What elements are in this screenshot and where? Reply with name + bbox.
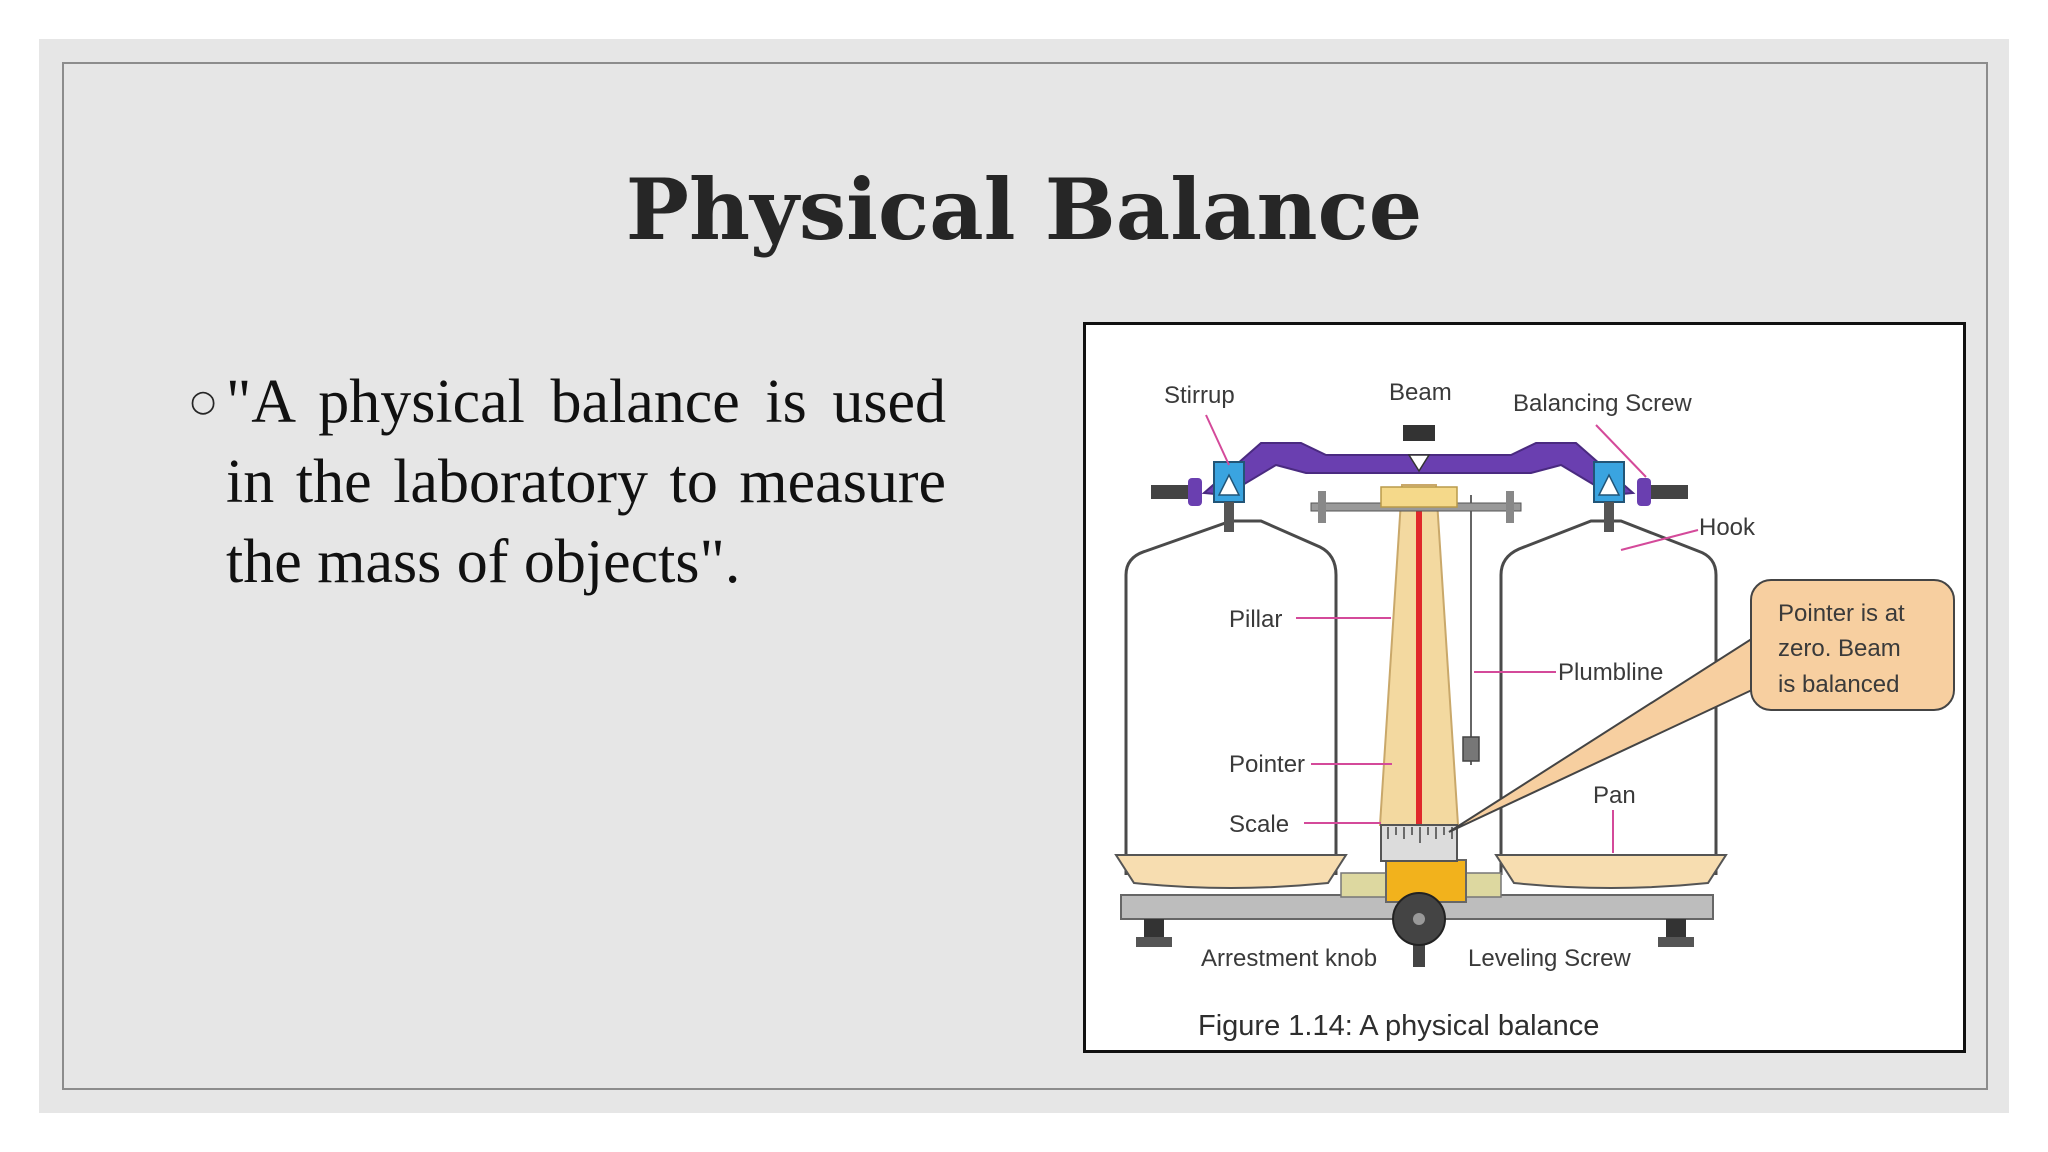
left-foot-pad [1136, 937, 1172, 947]
left-hook [1224, 502, 1234, 532]
callout-line-3: is balanced [1778, 671, 1899, 698]
label-arrestment-knob: Arrestment knob [1201, 945, 1377, 972]
slide-title: Physical Balance [625, 160, 1423, 259]
right-foot-screw [1666, 919, 1686, 941]
bullet-text: "A physical balance is used in the labor… [226, 368, 946, 596]
label-hook: Hook [1699, 514, 1756, 541]
plumb-bob [1462, 736, 1480, 762]
callout-line-2: zero. Beam [1778, 635, 1901, 662]
label-stirrup: Stirrup [1164, 382, 1235, 409]
left-pan [1114, 854, 1348, 889]
label-pan: Pan [1593, 782, 1636, 809]
figure-caption: Figure 1.14: A physical balance [1198, 1010, 1599, 1042]
scale [1380, 824, 1458, 862]
left-enclosure [1124, 519, 1338, 875]
label-scale: Scale [1229, 811, 1289, 838]
label-pillar: Pillar [1229, 606, 1282, 633]
label-pointer: Pointer [1229, 751, 1305, 778]
callout-line-1: Pointer is at [1778, 600, 1905, 627]
label-balancing-screw: Balancing Screw [1513, 390, 1692, 417]
balance-diagram: Pointer is at zero. Beam is balanced Sti… [1114, 379, 1955, 1042]
right-foot-pad [1658, 937, 1694, 947]
right-pan [1494, 854, 1728, 889]
label-leveling-screw: Leveling Screw [1468, 945, 1631, 972]
right-hook [1604, 502, 1614, 532]
callout-box [1750, 579, 1955, 711]
label-plumbline: Plumbline [1558, 659, 1663, 686]
physical-balance-figure: Pointer is at zero. Beam is balanced Sti… [1083, 322, 1966, 1053]
left-foot-screw [1144, 919, 1164, 941]
label-beam: Beam [1389, 379, 1452, 406]
bullet-circle-icon: ○ [190, 384, 217, 419]
slide-frame [62, 62, 1988, 1090]
